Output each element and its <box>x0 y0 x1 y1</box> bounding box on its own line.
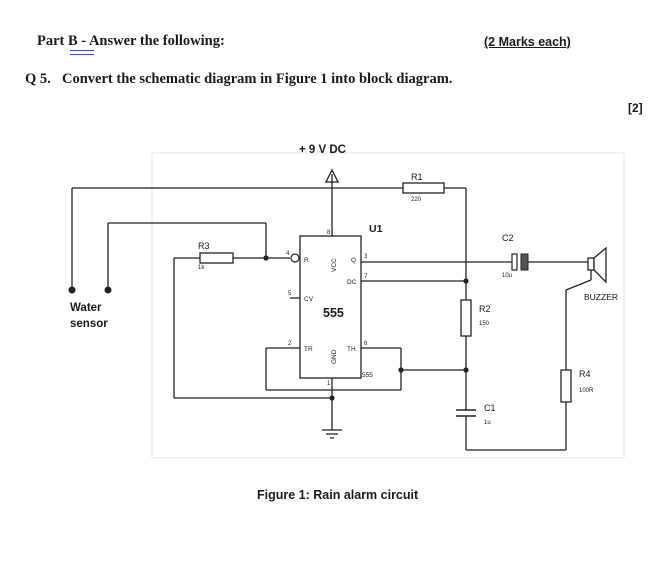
wires <box>71 187 588 451</box>
r2-ref: R2 <box>479 304 491 314</box>
figure-caption: Figure 1: Rain alarm circuit <box>257 488 419 502</box>
buzzer-label: BUZZER <box>584 292 618 302</box>
part-prefix: Part <box>37 33 68 49</box>
question-marks: [2] <box>628 101 643 115</box>
pin-r: R <box>304 257 309 264</box>
figure-border <box>151 152 625 459</box>
pin-num-6: 6 <box>364 341 368 347</box>
r1-value: 220 <box>411 197 422 203</box>
r3-value: 1k <box>198 265 205 271</box>
pin-num-4: 4 <box>286 251 290 257</box>
resistor-r2 <box>460 299 472 337</box>
pin-gnd: GND <box>331 349 338 364</box>
ic-name-label: 555 <box>323 306 344 320</box>
pin-q: Q <box>351 257 356 264</box>
pin-tr: TR <box>304 346 313 353</box>
ground-icon <box>322 429 342 439</box>
pin-num-2: 2 <box>288 341 292 347</box>
buzzer-icon <box>587 246 607 284</box>
marks-each: (2 Marks each) <box>484 35 571 49</box>
ic-555-body <box>299 235 362 379</box>
resistor-r3 <box>199 252 234 264</box>
pin-num-1: 1 <box>327 381 331 387</box>
part-suffix: - Answer the following: <box>77 33 225 49</box>
ic-ref-label: U1 <box>369 223 383 235</box>
resistor-r4 <box>560 369 572 403</box>
question-number: Q 5. <box>25 71 51 87</box>
r1-ref: R1 <box>411 172 423 182</box>
supply-arrow-icon <box>324 168 340 188</box>
pin-dc: DC <box>347 279 357 286</box>
pin-th: TH <box>347 346 356 353</box>
pin-num-8: 8 <box>327 230 331 236</box>
resistor-r1 <box>402 182 445 194</box>
pin-vcc: VCC <box>331 258 338 272</box>
junctions <box>68 255 469 401</box>
part-letter: B <box>68 33 78 49</box>
reset-inverter-bubble <box>290 253 300 263</box>
c2-ref: C2 <box>502 233 514 243</box>
r3-ref: R3 <box>198 241 210 251</box>
question-text: Convert the schematic diagram in Figure … <box>62 71 453 87</box>
r4-value: 100R <box>579 388 594 394</box>
part-heading: Part B - Answer the following: <box>37 33 225 50</box>
sensor-label-line2: sensor <box>70 318 108 330</box>
pin-num-5: 5 <box>288 291 292 297</box>
capacitor-c2 <box>511 253 529 271</box>
pin-num-3: 3 <box>364 254 368 260</box>
c1-ref: C1 <box>484 403 496 413</box>
part-letter-underline <box>70 50 94 55</box>
c1-value: 1u <box>484 420 491 426</box>
sensor-label-line1: Water <box>70 302 102 314</box>
c2-value: 10u <box>502 273 512 279</box>
pin-num-7: 7 <box>364 274 368 280</box>
r2-value: 150 <box>479 321 490 327</box>
r4-ref: R4 <box>579 369 591 379</box>
supply-label: + 9 V DC <box>299 144 346 156</box>
pin-cv: CV <box>304 296 314 303</box>
ic-part-label: 555 <box>362 372 373 379</box>
capacitor-c1 <box>456 409 476 417</box>
